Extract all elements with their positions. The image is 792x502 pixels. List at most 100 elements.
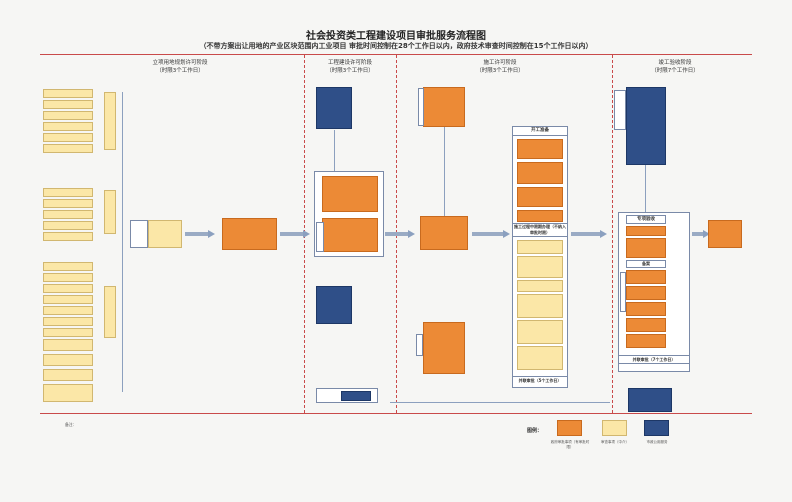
process-step bbox=[517, 256, 563, 278]
flow-arrow bbox=[385, 230, 415, 238]
stage-4-name: 竣工验收阶段 bbox=[658, 60, 692, 66]
process-step bbox=[517, 346, 563, 370]
stage-3-header: 施工许可阶段 （时限3个工作日） bbox=[440, 59, 560, 75]
planning-permit-box bbox=[222, 218, 277, 250]
flow-arrow bbox=[472, 230, 510, 238]
prep-item bbox=[43, 122, 93, 131]
acceptance-step bbox=[626, 318, 666, 332]
utility-service-box bbox=[316, 87, 352, 129]
notes: 备注： bbox=[65, 422, 535, 428]
acceptance-step bbox=[626, 286, 666, 300]
construction-footer: 并联审批（5个工作日） bbox=[512, 376, 568, 388]
prep-item bbox=[43, 354, 93, 366]
connector bbox=[122, 92, 123, 392]
legend-swatch-navy bbox=[644, 420, 669, 436]
prep-item bbox=[43, 306, 93, 315]
acceptance-section-title: 专项验收 bbox=[626, 215, 666, 224]
connector bbox=[334, 130, 335, 172]
side-label bbox=[614, 90, 626, 130]
page-title: 社会投资类工程建设项目审批服务流程图 bbox=[306, 31, 486, 42]
stage-4-duration: （时限7个工作日） bbox=[651, 68, 699, 74]
prep-item bbox=[43, 284, 93, 293]
prep-item bbox=[43, 144, 93, 153]
final-step-box bbox=[708, 220, 742, 248]
utility-service-box bbox=[316, 286, 352, 324]
prep-item bbox=[43, 100, 93, 109]
filing-box bbox=[423, 322, 465, 374]
prep-item bbox=[43, 133, 93, 142]
section-header: 开工准备 bbox=[512, 126, 568, 136]
group-bracket bbox=[104, 286, 116, 338]
construction-section-title: 施工过程中限期办理（不纳入审批时限） bbox=[512, 223, 568, 237]
acceptance-step bbox=[626, 238, 666, 258]
prep-item bbox=[43, 273, 93, 282]
legend-label: 图例： bbox=[527, 428, 543, 434]
process-step bbox=[517, 294, 563, 318]
prep-item bbox=[43, 111, 93, 120]
sub-acceptance-title: 备案 bbox=[626, 260, 666, 268]
top-rule bbox=[40, 54, 752, 55]
connector bbox=[444, 127, 445, 217]
prep-item bbox=[43, 221, 93, 230]
building-permit-box bbox=[322, 218, 378, 252]
prep-item bbox=[43, 369, 93, 381]
land-approval-box bbox=[148, 220, 182, 248]
legend-swatch-orange bbox=[557, 420, 582, 436]
flow-arrow bbox=[280, 230, 310, 238]
prep-item bbox=[43, 384, 93, 402]
side-label bbox=[620, 272, 626, 312]
process-step bbox=[517, 139, 563, 159]
prep-item bbox=[43, 199, 93, 208]
prep-item bbox=[43, 210, 93, 219]
process-step bbox=[517, 187, 563, 207]
acceptance-step bbox=[626, 302, 666, 316]
legend-swatch-yellow bbox=[602, 420, 627, 436]
bottom-rule bbox=[40, 413, 752, 414]
connector bbox=[390, 402, 610, 403]
side-label bbox=[316, 222, 324, 252]
process-step bbox=[517, 162, 563, 184]
prep-item bbox=[43, 328, 93, 337]
utility-service-box bbox=[626, 87, 666, 165]
utility-service-box bbox=[341, 391, 371, 401]
process-step bbox=[517, 320, 563, 344]
stage-1-header: 立项用地规划许可阶段 （时限3个工作日） bbox=[100, 59, 260, 75]
prep-item bbox=[43, 295, 93, 304]
stage-1-duration: （时限3个工作日） bbox=[156, 68, 204, 74]
page-subtitle: （不带方案出让用地的产业区块范围内工业项目 审批时间控制在28个工作日以内，政府… bbox=[199, 42, 593, 50]
bottom-service-box bbox=[316, 388, 378, 403]
construction-permit-box bbox=[420, 216, 468, 250]
prep-item bbox=[43, 262, 93, 271]
acceptance-step bbox=[626, 270, 666, 284]
flow-arrow bbox=[571, 230, 607, 238]
acceptance-step bbox=[626, 334, 666, 348]
utility-service-box bbox=[628, 388, 672, 412]
side-label bbox=[416, 334, 423, 356]
stage-2-name: 工程建设许可阶段 bbox=[327, 60, 372, 66]
prep-item bbox=[43, 339, 93, 351]
flow-arrow bbox=[185, 230, 215, 238]
stage-3-name: 施工许可阶段 bbox=[483, 60, 517, 66]
prep-item bbox=[43, 317, 93, 326]
flow-arrow bbox=[692, 230, 710, 238]
legend-text-navy: 市政公用服务 bbox=[646, 440, 668, 444]
stage-3-duration: （时限3个工作日） bbox=[476, 68, 524, 74]
process-step bbox=[517, 280, 563, 292]
process-step bbox=[517, 240, 563, 254]
design-review-box bbox=[322, 176, 378, 212]
stage-2-duration: （时限3个工作日） bbox=[326, 68, 374, 74]
connector bbox=[645, 165, 646, 213]
stage-4-header: 竣工验收阶段 （时限7个工作日） bbox=[620, 59, 730, 75]
stage-1-name: 立项用地规划许可阶段 bbox=[152, 60, 208, 66]
acceptance-footer: 并联审批（7个工作日） bbox=[618, 355, 690, 364]
side-label bbox=[418, 88, 424, 126]
legend-text-yellow: 审查事项（中介） bbox=[601, 440, 629, 444]
group-bracket bbox=[104, 92, 116, 150]
construction-drawing-box bbox=[423, 87, 465, 127]
start-box bbox=[130, 220, 148, 248]
prep-item bbox=[43, 89, 93, 98]
legend-text-orange: 政府审批事项（有审批时限） bbox=[550, 440, 590, 449]
prep-item bbox=[43, 232, 93, 241]
group-bracket bbox=[104, 190, 116, 234]
